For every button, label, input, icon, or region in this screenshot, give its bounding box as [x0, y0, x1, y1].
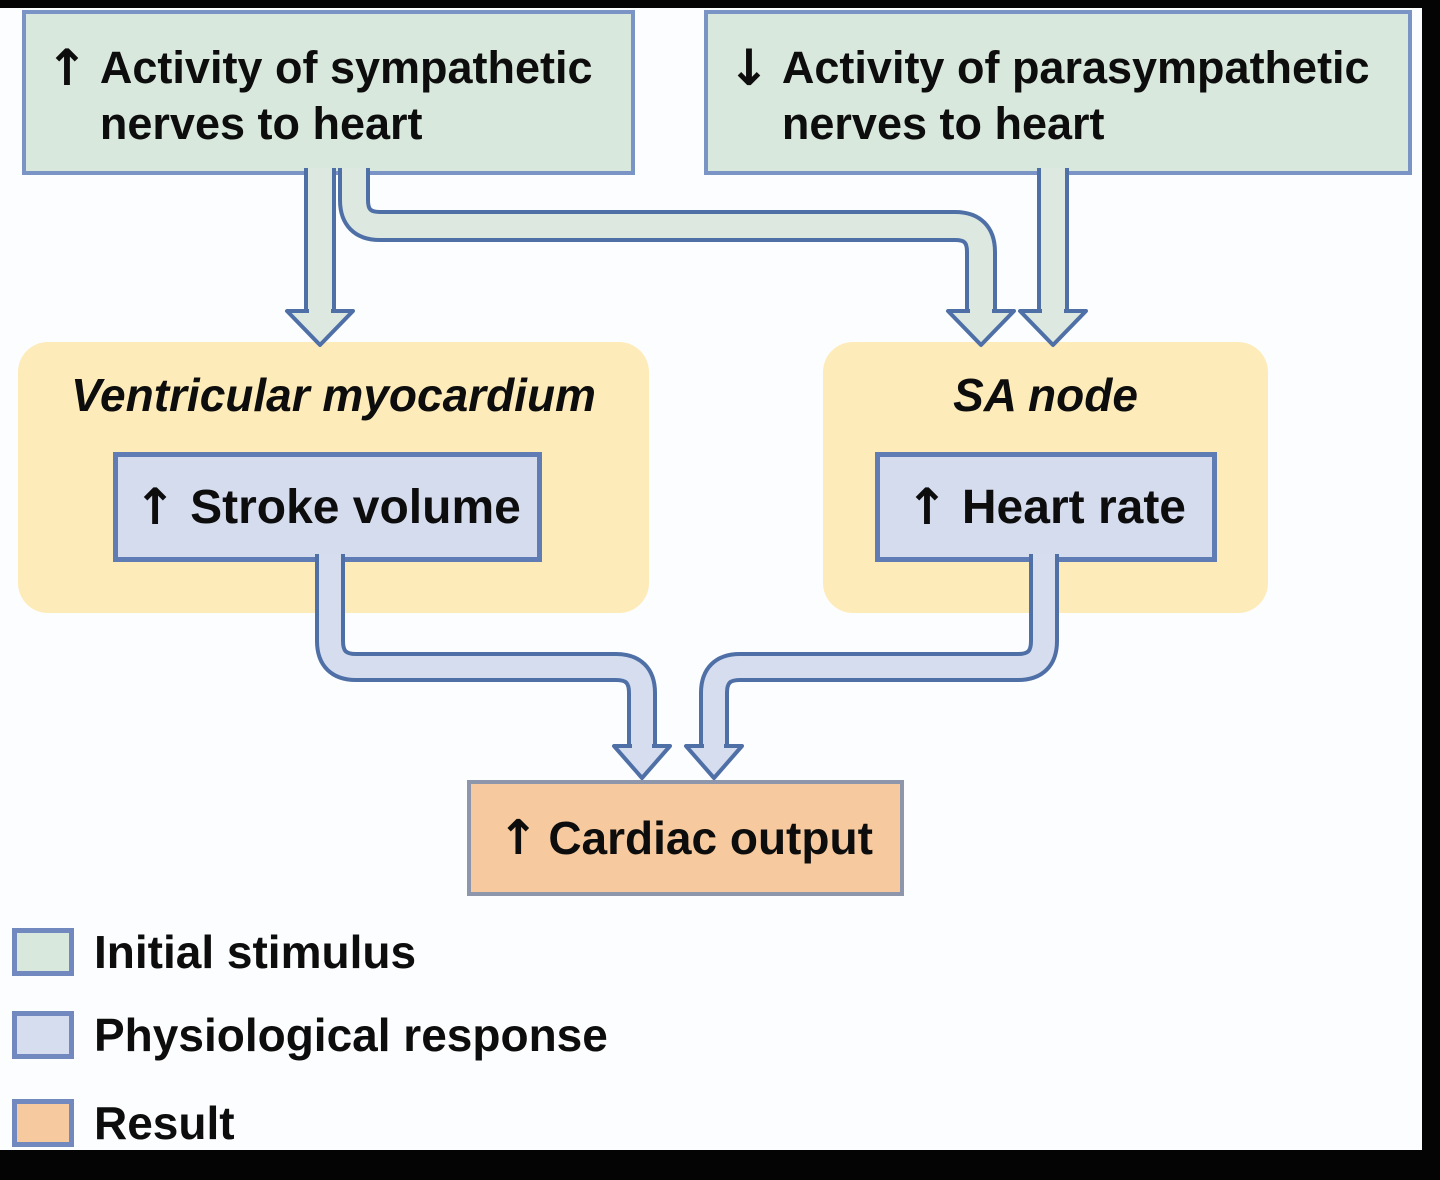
parasympathetic-stimulus-label: Activity of parasympathetic nerves to he…	[782, 40, 1370, 152]
heart-rate-response-box: ↑ Heart rate	[875, 452, 1217, 562]
heart-rate-label: Heart rate	[961, 480, 1186, 534]
cardiac-output-label: Cardiac output	[548, 812, 873, 864]
result-swatch	[12, 1099, 74, 1147]
result-label: Result	[94, 1097, 235, 1149]
arrow-sympathetic-to-myocardium	[285, 168, 355, 347]
physiological-response-swatch	[12, 1011, 74, 1059]
sa-node-title: SA node	[953, 369, 1138, 421]
increase-arrow-icon: ↑	[498, 810, 539, 866]
bottom-black-bar	[0, 1150, 1440, 1180]
stroke-volume-label: Stroke volume	[190, 480, 521, 534]
sympathetic-stimulus-label: Activity of sympathetic nerves to heart	[100, 40, 593, 152]
parasympathetic-stimulus-box: ↓ Activity of parasympathetic nerves to …	[704, 10, 1412, 175]
increase-arrow-icon: ↑	[46, 39, 88, 97]
top-black-bar	[0, 0, 1440, 8]
increase-arrow-icon: ↑	[134, 478, 177, 536]
initial-stimulus-label: Initial stimulus	[94, 926, 417, 978]
initial-stimulus-swatch	[12, 928, 74, 976]
physiological-response-label: Physiological response	[94, 1009, 608, 1061]
sympathetic-line1: Activity of sympathetic	[99, 42, 593, 93]
arrow-sympathetic-to-sa-node	[338, 168, 1016, 347]
parasympathetic-line1: Activity of parasympathetic	[781, 42, 1370, 93]
arrow-parasympathetic-to-sa-node	[1018, 168, 1088, 347]
parasympathetic-line2: nerves to heart	[781, 98, 1105, 149]
legend-item-physiological-response: Physiological response	[12, 1008, 608, 1062]
legend-item-result: Result	[12, 1096, 235, 1150]
increase-arrow-icon: ↑	[905, 478, 948, 536]
sympathetic-line2: nerves to heart	[99, 98, 423, 149]
sympathetic-stimulus-box: ↑ Activity of sympathetic nerves to hear…	[22, 10, 635, 175]
decrease-arrow-icon: ↓	[728, 39, 770, 97]
stroke-volume-response-box: ↑ Stroke volume	[113, 452, 542, 562]
right-black-bar	[1422, 0, 1440, 1180]
cardiac-output-result-box: ↑ Cardiac output	[467, 780, 904, 896]
legend-item-initial-stimulus: Initial stimulus	[12, 925, 416, 979]
ventricular-myocardium-title: Ventricular myocardium	[71, 369, 596, 421]
